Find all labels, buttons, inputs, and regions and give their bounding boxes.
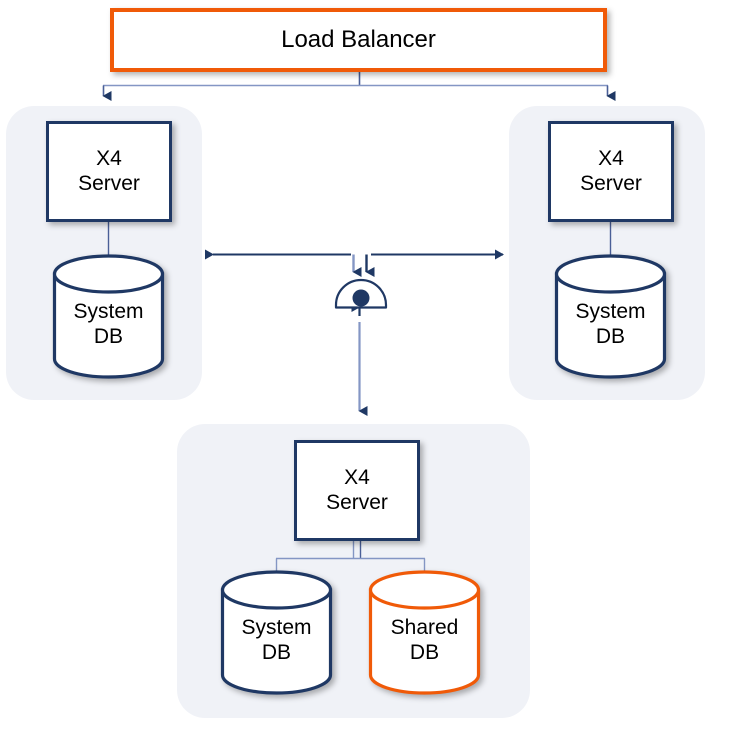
database-cylinder-icon [52, 254, 165, 379]
x4-server-bottom-label: X4 Server [326, 466, 388, 514]
x4-server-right-node[interactable]: X4 Server [548, 121, 674, 222]
database-cylinder-icon [554, 254, 667, 379]
network-hub-icon [334, 278, 388, 309]
load-balancer-node[interactable]: Load Balancer [110, 8, 607, 72]
system-db-bottom-node[interactable]: System DB [220, 570, 333, 695]
x4-server-left-node[interactable]: X4 Server [46, 121, 172, 222]
x4-server-left-label: X4 Server [78, 147, 140, 195]
shared-db-node[interactable]: Shared DB [368, 570, 481, 695]
database-cylinder-icon [220, 570, 333, 695]
x4-server-bottom-node[interactable]: X4 Server [294, 440, 420, 541]
system-db-left-node[interactable]: System DB [52, 254, 165, 379]
connector-lb-to-servers [102, 72, 616, 101]
system-db-right-node[interactable]: System DB [554, 254, 667, 379]
network-hub-node[interactable] [334, 278, 388, 310]
load-balancer-label: Load Balancer [281, 26, 436, 54]
database-cylinder-icon [368, 570, 481, 695]
connector-into-hub [352, 254, 375, 277]
x4-server-right-label: X4 Server [580, 147, 642, 195]
